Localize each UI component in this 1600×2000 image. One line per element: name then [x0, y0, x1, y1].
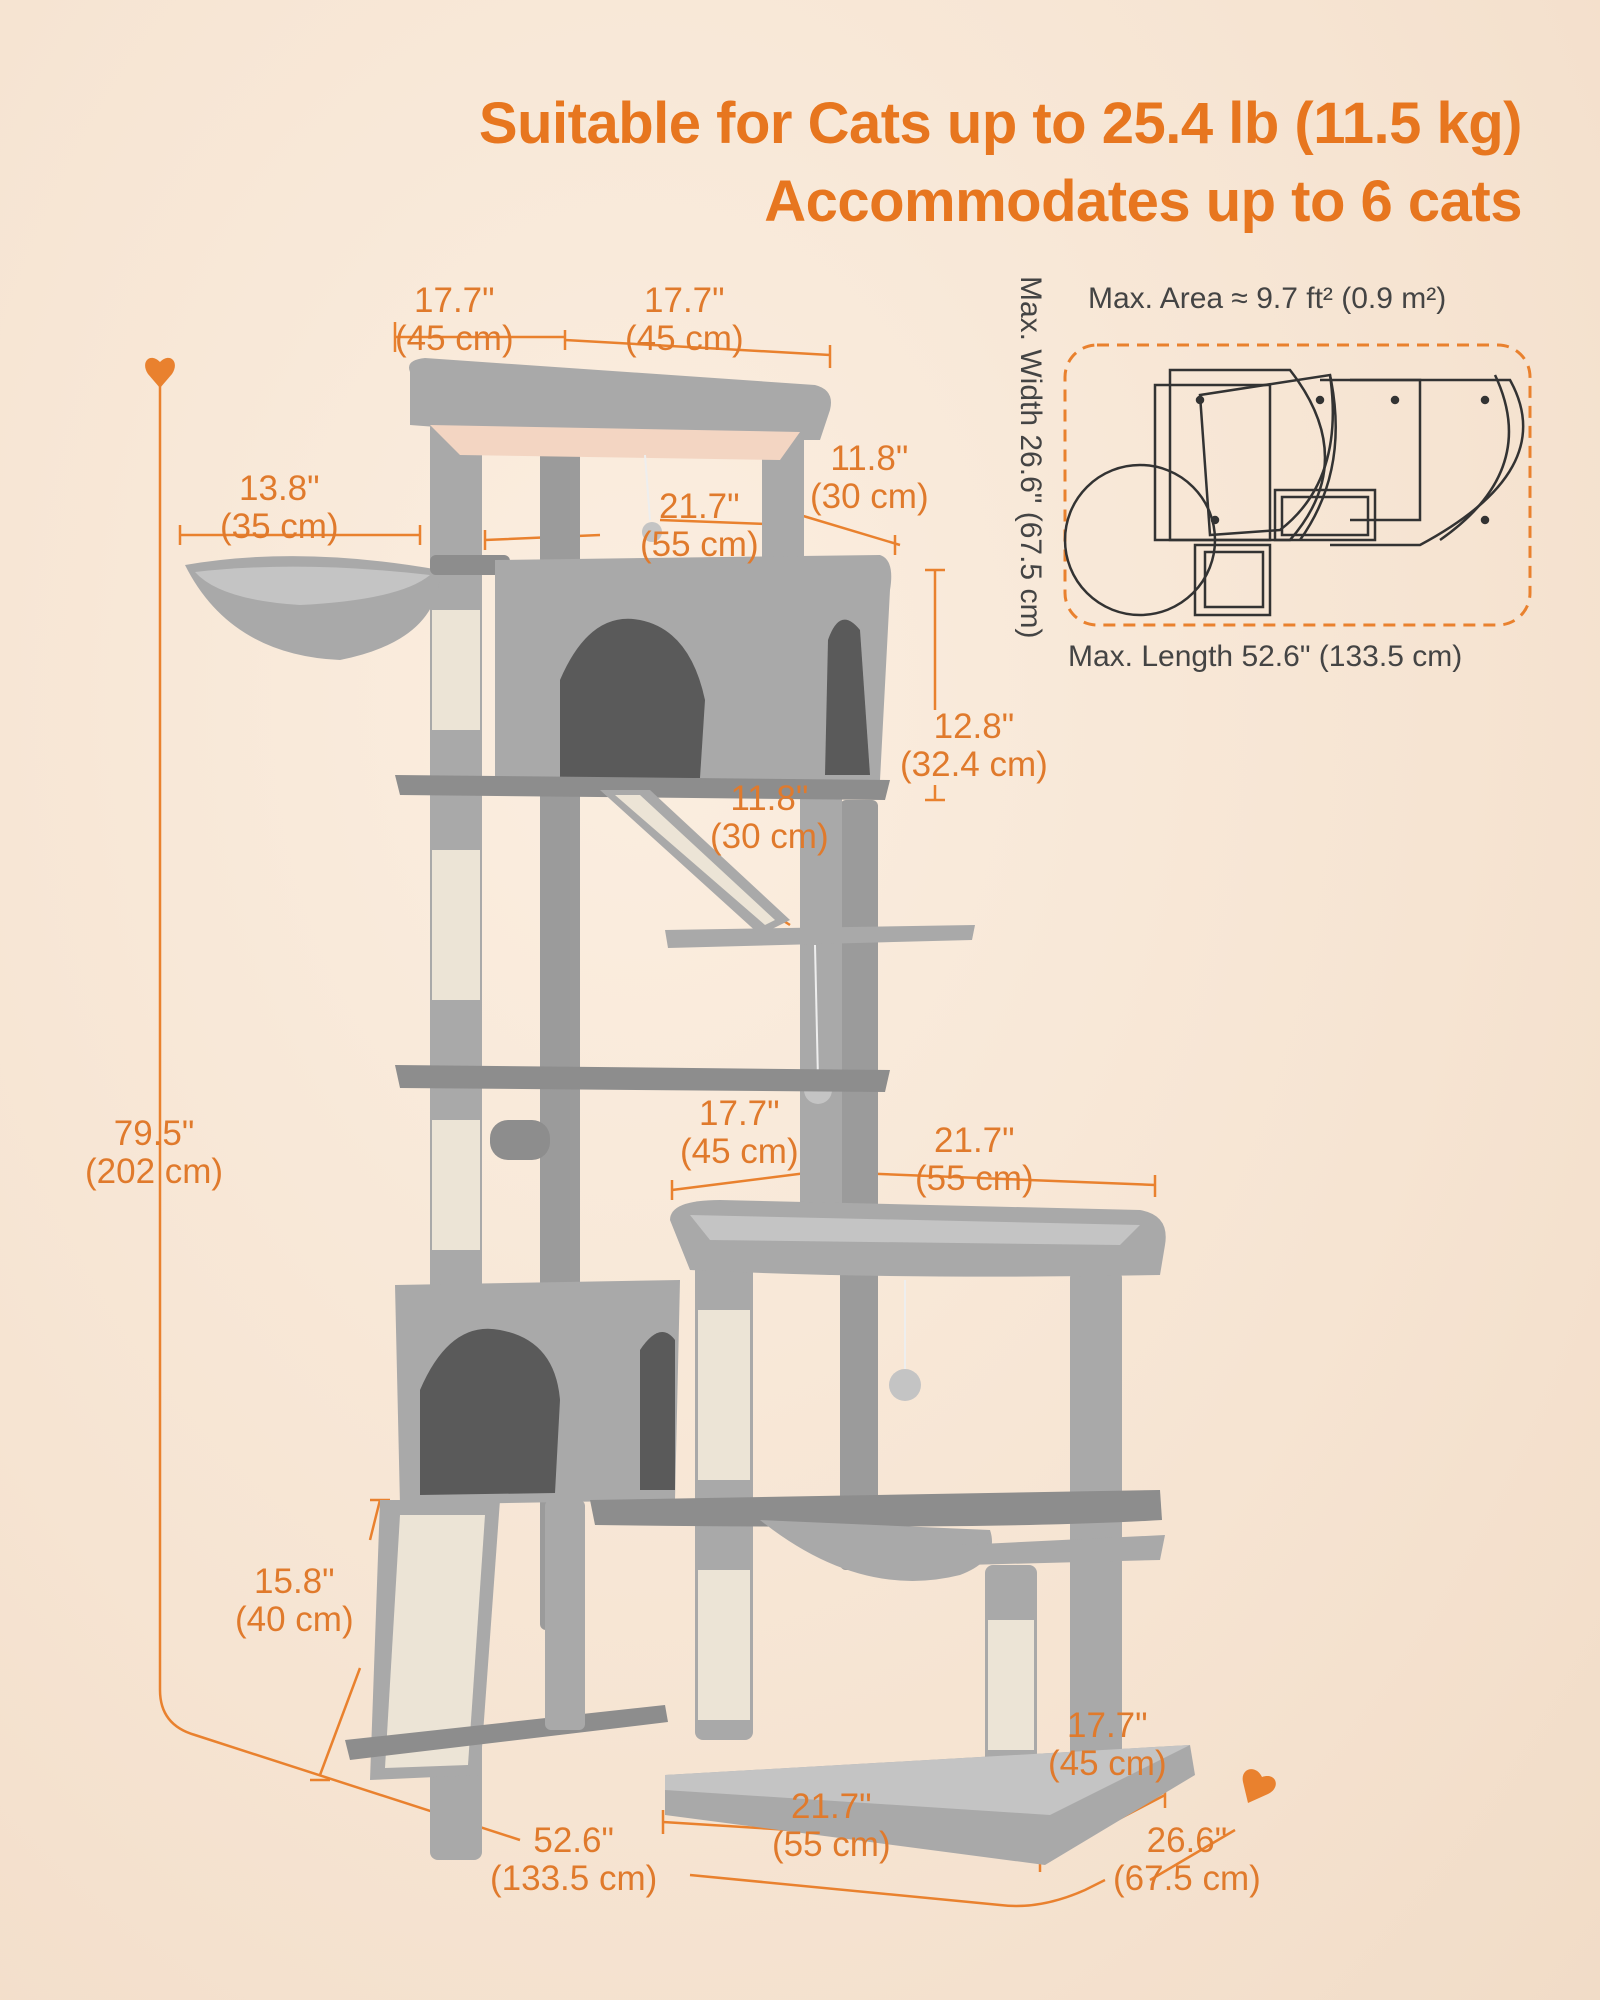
base-depth-label: 17.7"(45 cm) — [1048, 1706, 1167, 1783]
ramp-scratch-pad — [385, 1515, 485, 1768]
heart-marker-icon — [1242, 1769, 1276, 1803]
bed-depth-label: 17.7"(45 cm) — [680, 1094, 799, 1171]
total-length-label: 52.6"(133.5 cm) — [490, 1821, 658, 1898]
total-width-line — [1149, 1828, 1236, 1882]
condo-depth-label: 11.8"(30 cm) — [810, 439, 929, 516]
max-length-label: Max. Length 52.6" (133.5 cm) — [1068, 640, 1463, 673]
sisal-wrap — [698, 1310, 750, 1480]
condo-side-window — [825, 619, 870, 775]
sisal-wrap — [432, 850, 480, 1000]
condo-width-label: 21.7"(55 cm) — [640, 487, 759, 564]
middle-shelf — [395, 1065, 890, 1092]
total-width-label: 26.6"(67.5 cm) — [1113, 1821, 1261, 1898]
sisal-wrap — [432, 610, 480, 730]
basket-width-label: 13.8"(35 cm) — [220, 469, 339, 546]
hanging-ball-toy — [889, 1369, 921, 1401]
total-length-line — [689, 1873, 1106, 1908]
hammock — [760, 1520, 992, 1581]
hammock-level — [590, 1490, 1162, 1527]
footprint-shapes — [1063, 368, 1525, 617]
condo-shelf — [395, 775, 890, 800]
base-width-line — [661, 1810, 1042, 1872]
ramp-base — [345, 1705, 668, 1760]
hanging-ball-toy — [642, 522, 662, 542]
sisal-wrap — [432, 1120, 480, 1250]
condo-height-label: 12.8"(32.4 cm) — [900, 707, 1048, 784]
sisal-wrap — [698, 1570, 750, 1720]
back-post — [840, 800, 878, 1570]
condo-height-line — [925, 568, 945, 802]
top-width-lines — [393, 322, 832, 368]
footprint-outline — [1063, 343, 1532, 627]
max-area-label: Max. Area ≈ 9.7 ft² (0.9 m²) — [1088, 282, 1447, 315]
top-right-width-label: 17.7"(45 cm) — [625, 281, 744, 358]
small-perch — [665, 925, 975, 948]
ramp-length-label: 15.8"(40 cm) — [235, 1562, 354, 1639]
bed-width-label: 21.7"(55 cm) — [915, 1121, 1034, 1198]
top-perch-underside — [430, 425, 800, 460]
basket-width-line — [178, 525, 422, 545]
ramp-length-line — [310, 1498, 390, 1782]
condo-entrance — [560, 618, 705, 780]
condo-entrance — [420, 1328, 560, 1495]
headline-capacity: Accommodates up to 6 cats — [764, 169, 1522, 234]
headline-weight: Suitable for Cats up to 25.4 lb (11.5 kg… — [478, 91, 1523, 156]
total-height-line — [158, 385, 521, 1842]
heart-marker-icon — [145, 357, 175, 388]
side-perch — [960, 1535, 1165, 1565]
top-left-width-label: 17.7"(45 cm) — [395, 281, 514, 358]
total-height-label: 79.5"(202 cm) — [85, 1114, 224, 1191]
condo-depth-line — [799, 513, 901, 555]
ramp-gap-label: 11.8"(30 cm) — [710, 779, 829, 856]
middle-post — [800, 780, 842, 1260]
top-perch — [409, 358, 831, 440]
sisal-wrap — [988, 1620, 1034, 1750]
base-width-label: 21.7"(55 cm) — [772, 1787, 891, 1864]
